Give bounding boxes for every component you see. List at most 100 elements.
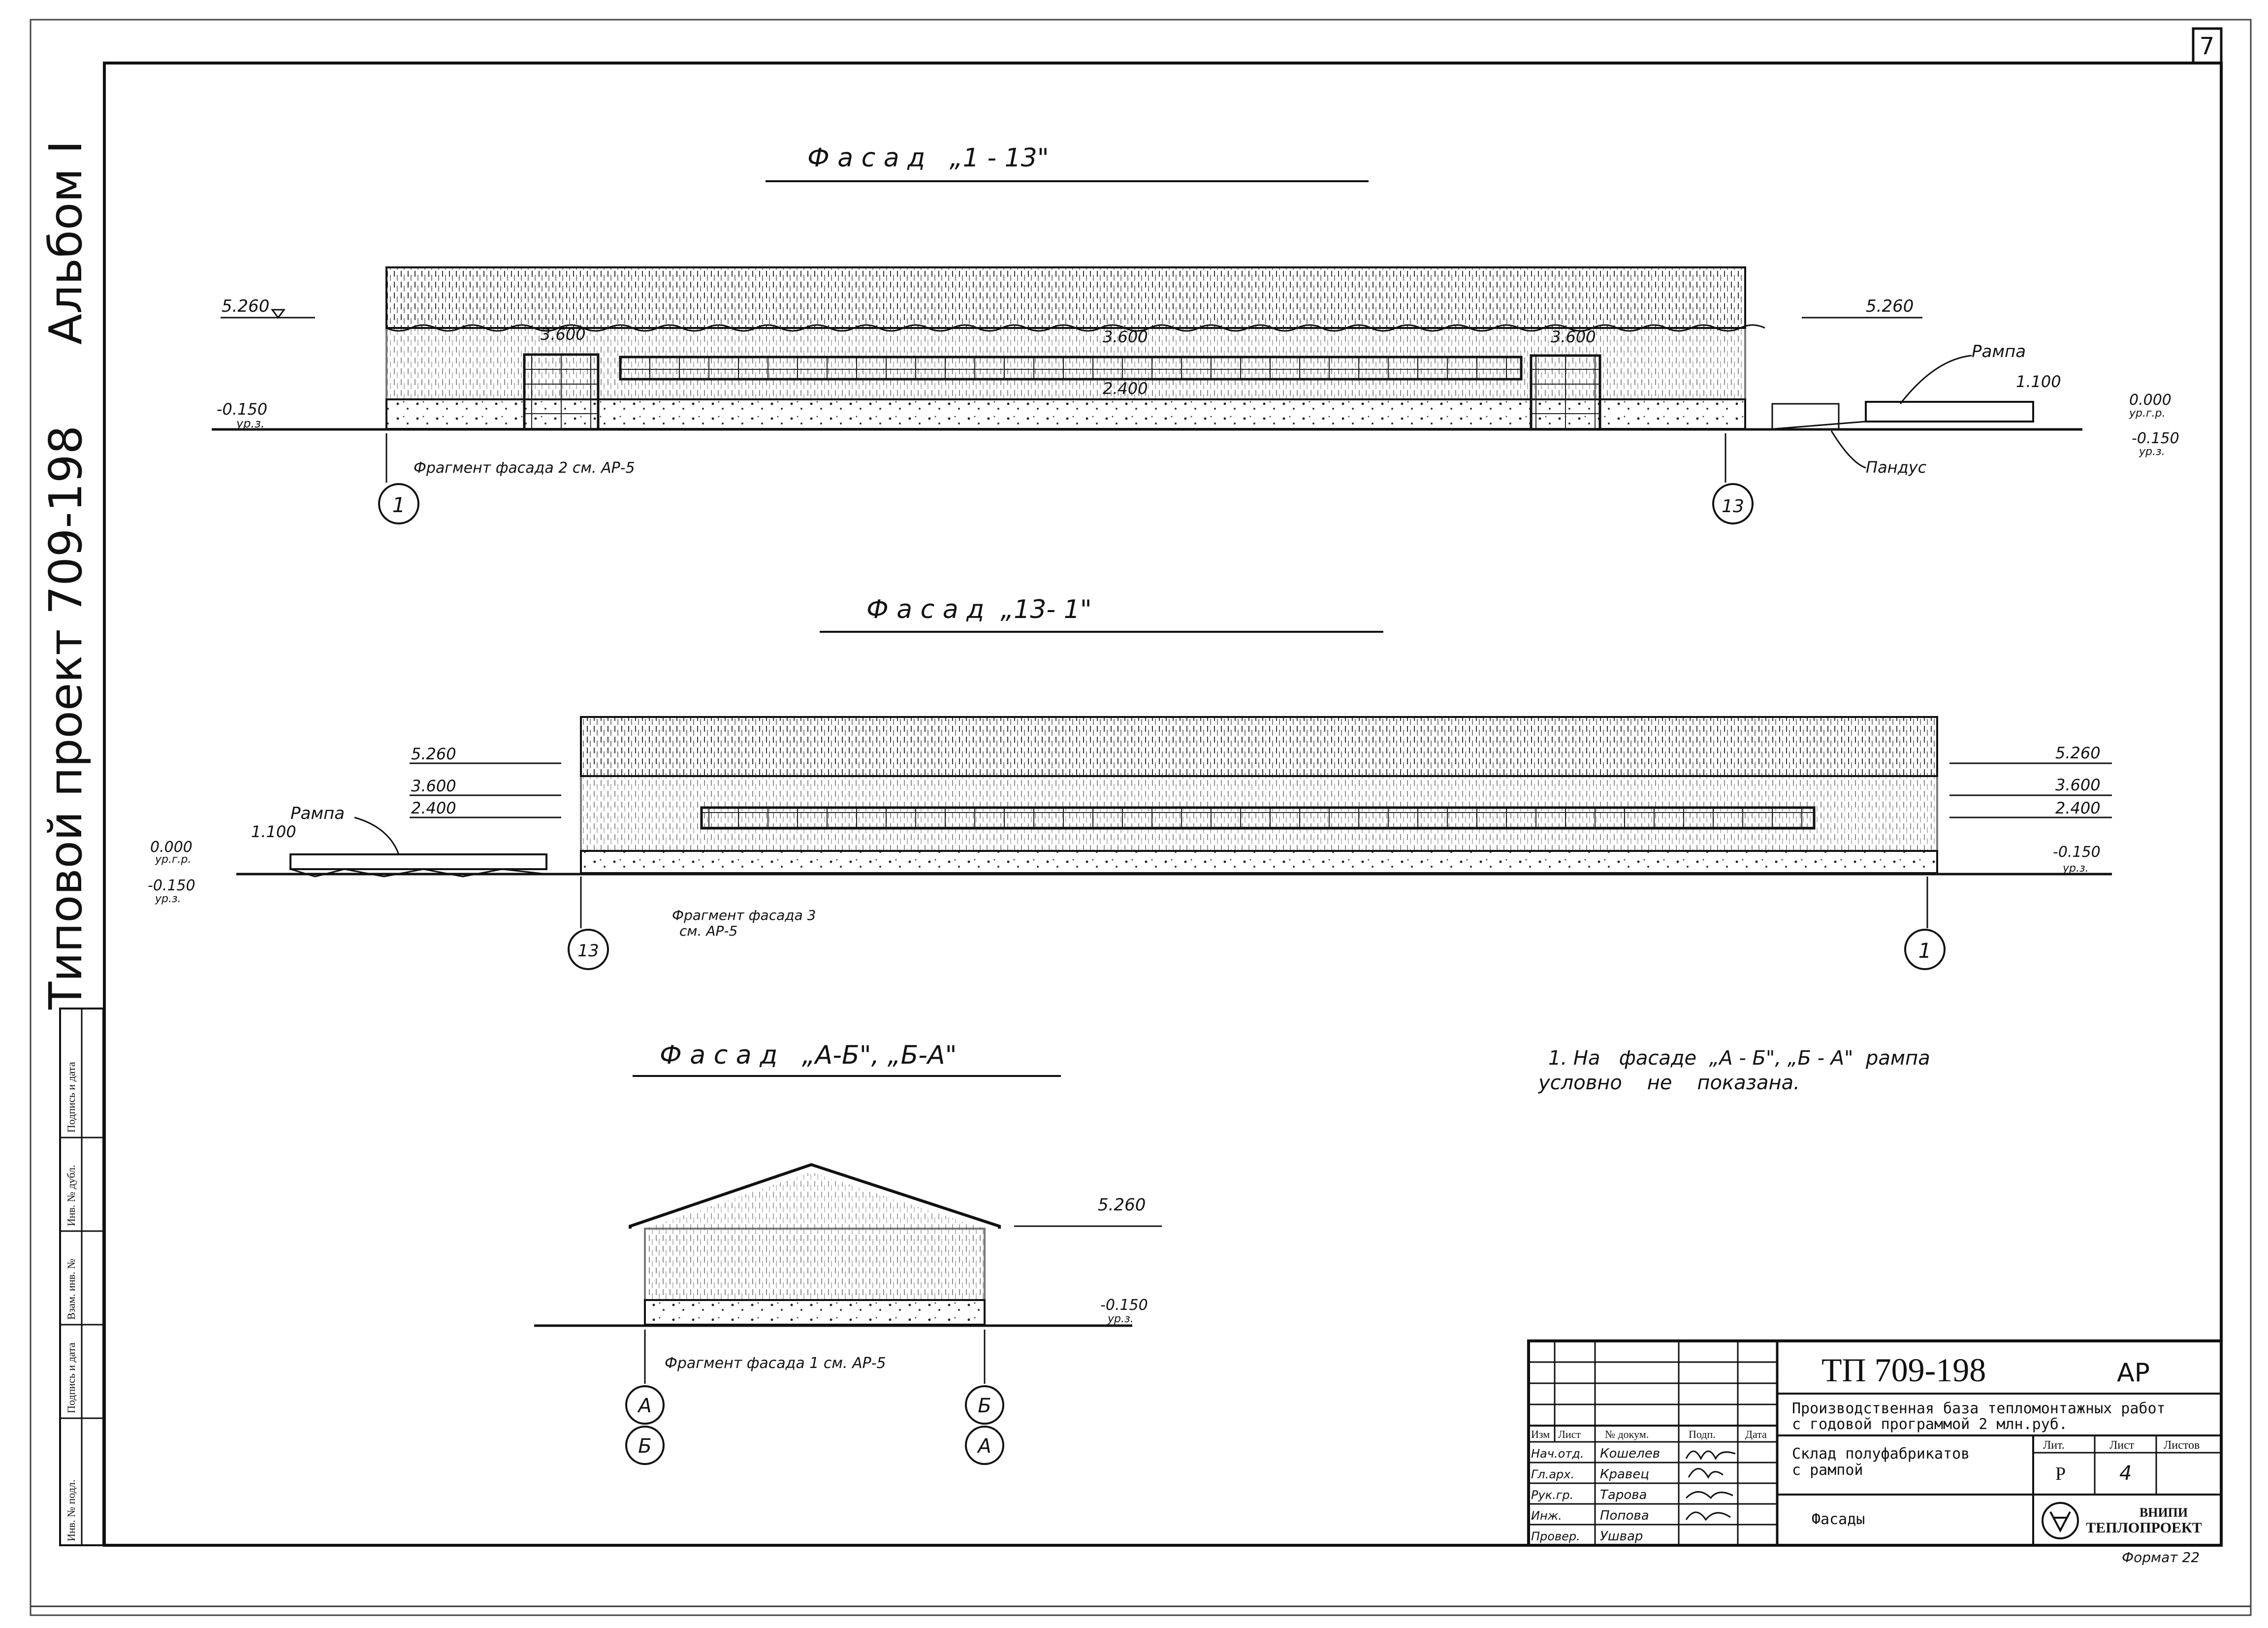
tb-role-1: Нач.отд. [1531, 1447, 1584, 1461]
f1-mark-ground2: -0.150 [2132, 430, 2179, 447]
f3-axis-a-left [625, 1385, 665, 1425]
tb-head-list: Лист [1558, 1428, 1581, 1440]
tb-lit: Р [2055, 1464, 2066, 1484]
f1-axis-13 [1712, 483, 1754, 524]
f2-left-000: 0.000 [150, 839, 192, 856]
inner-frame [103, 62, 2223, 1547]
f1-mark-floor-sub: ур.г.р. [2129, 407, 2166, 420]
page-number-box [2192, 27, 2223, 65]
facade1-ramp [1865, 401, 2034, 423]
stamp-podpis-2: Подпись и дата [65, 1062, 77, 1133]
f3-mark-ground: -0.150 [1100, 1297, 1148, 1314]
org-logo-icon [2042, 1502, 2079, 1539]
f3-axis-a-right [965, 1426, 1004, 1465]
f1-mark-window: 3.600 [1103, 327, 1148, 346]
f2-left-015-sub: ур.з. [155, 893, 181, 905]
f2-fragment-1: Фрагмент фасада 3 [672, 907, 816, 923]
f2-left-015: -0.150 [148, 877, 195, 894]
f2-ramp-label: Рампа [290, 804, 345, 823]
facade2-roof [580, 716, 1938, 777]
tb-sheet-title: Фасады [1812, 1511, 1865, 1528]
tb-project-1: Производственная база тепломонтажных раб… [1792, 1400, 2166, 1417]
tb-code: ТП 709-198 [1821, 1351, 1986, 1389]
tb-org-2: ТЕПЛОПРОЕКТ [2086, 1520, 2202, 1536]
note-line-1: 1. На фасаде „А - Б", „Б - А" рампа [1548, 1047, 1930, 1070]
tb-lit-label: Лит. [2043, 1439, 2065, 1452]
facade1-title: Ф а с а д „1 - 13" [807, 143, 1049, 173]
f3-axis-b-left [625, 1426, 665, 1465]
facade-1-13: Ф а с а д „1 - 13" 5.260 5.260 3.600 3.6… [212, 143, 2179, 524]
facade2-title: Ф а с а д „13- 1" [866, 595, 1092, 624]
tb-object-2: с рампой [1792, 1462, 1863, 1479]
svg-text:А: А [637, 1395, 651, 1417]
f1-ramp-label: Рампа [1972, 342, 2026, 361]
f1-mark-top-left: 5.260 [222, 296, 269, 316]
facade1-door-left [523, 353, 600, 431]
f1-pandus-label: Пандус [1866, 458, 1927, 477]
f2-left-000-sub: ур.г.р. [155, 853, 192, 866]
f2-ramp-h: 1.100 [251, 822, 296, 841]
facade3-plinth [644, 1299, 986, 1326]
stamp-inv-podl: Инв. № подл. [65, 1480, 77, 1541]
facade1-door-right [1530, 354, 1601, 431]
note-line-2: условно не показана. [1538, 1072, 1800, 1094]
f1-mark-ground: -0.150 [217, 400, 267, 419]
title-block: Изм Лист № докум. Подп. Дата Нач.отд. Ко… [1527, 1339, 2223, 1547]
svg-text:А: А [976, 1435, 991, 1458]
tb-list: 4 [2119, 1462, 2132, 1485]
tb-role-2: Гл.арх. [1531, 1467, 1574, 1481]
f2-right-015-sub: ур.з. [2062, 862, 2089, 875]
tb-name-3: Тарова [1600, 1488, 1647, 1502]
tb-lists-label: Листов [2164, 1439, 2200, 1452]
facade1-windows [619, 356, 1523, 381]
f1-mark-ground-sub: ур.з. [236, 417, 264, 430]
tb-name-4: Попова [1600, 1508, 1649, 1523]
tb-name-2: Кравец [1600, 1467, 1649, 1482]
f1-mark-ramp: 1.100 [2016, 372, 2061, 391]
f2-right-2400: 2.400 [2055, 799, 2101, 817]
signature-4 [1685, 1511, 1731, 1521]
facade2-plinth [580, 850, 1938, 874]
svg-text:1: 1 [392, 493, 406, 517]
facade-13-1: Ф а с а д „13- 1" 5.260 3.600 2.400 0.00… [148, 595, 2112, 970]
svg-text:Б: Б [638, 1435, 651, 1458]
project-label: Типовой проект 709-198 [39, 425, 92, 1010]
tb-head-izm: Изм [1531, 1428, 1550, 1440]
f2-left-3600: 3.600 [411, 777, 456, 795]
f2-axis-13 [568, 929, 609, 970]
svg-text:13: 13 [1722, 496, 1744, 517]
f2-right-015: -0.150 [2053, 844, 2101, 861]
tb-name-1: Кошелев [1600, 1446, 1660, 1461]
tb-section: АР [2117, 1358, 2150, 1388]
signature-3 [1685, 1491, 1733, 1499]
f2-fragment-2: см. АР-5 [679, 923, 737, 939]
tb-head-date: Дата [1745, 1428, 1767, 1440]
tb-role-4: Инж. [1531, 1509, 1562, 1523]
tb-project-2: с годовой программой 2 млн.руб. [1792, 1416, 2068, 1433]
f2-right-5260: 5.260 [2055, 744, 2101, 762]
f2-axis-1 [1904, 929, 1946, 970]
tb-object-1: Склад полуфабрикатов [1792, 1445, 1970, 1463]
f1-mark-top-right: 5.260 [1866, 296, 1914, 316]
sheet-format: Формат 22 [2122, 1549, 2200, 1565]
f2-left-2400: 2.400 [411, 799, 456, 817]
svg-text:1: 1 [1918, 939, 1932, 963]
f3-mark-top: 5.260 [1098, 1195, 1146, 1215]
tb-role-5: Провер. [1531, 1530, 1580, 1543]
f3-axis-b-right [965, 1385, 1004, 1425]
facade1-roof [385, 266, 1746, 329]
facade3-wall [644, 1228, 986, 1301]
f1-mark-ground2-sub: ур.з. [2139, 446, 2165, 458]
tb-list-label: Лист [2109, 1439, 2135, 1452]
f2-left-5260: 5.260 [411, 745, 456, 763]
side-stamp: Инв. № подл. Подпись и дата Взам. инв. №… [59, 1008, 104, 1546]
f1-fragment: Фрагмент фасада 2 см. АР-5 [414, 459, 635, 477]
signature-1 [1685, 1450, 1736, 1461]
f1-mark-door-left: 3.600 [541, 325, 586, 344]
svg-text:Б: Б [978, 1395, 991, 1417]
facade3-title: Ф а с а д „А-Б", „Б-А" [660, 1041, 957, 1070]
stamp-vzam: Взам. инв. № [65, 1259, 77, 1320]
facade1-plinth [385, 398, 1746, 430]
f1-mark-door-right: 3.600 [1551, 327, 1596, 346]
